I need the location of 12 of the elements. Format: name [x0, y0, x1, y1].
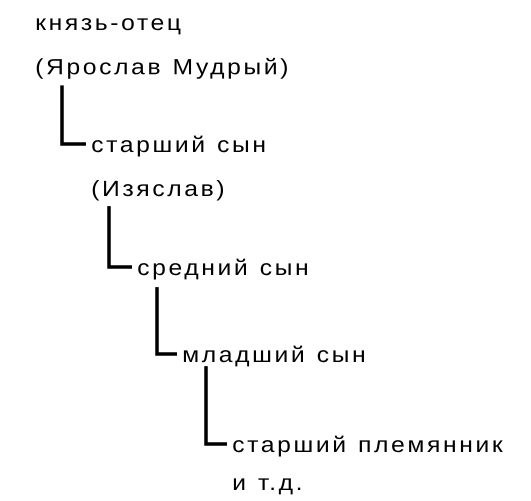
name-label: (Изяслав) — [92, 180, 224, 201]
connector-line — [204, 366, 227, 446]
connector-line — [60, 85, 86, 146]
name-label: (Ярослав Мудрый) — [36, 58, 287, 79]
note-text: и т.д. — [234, 478, 300, 494]
role-label: старший сын — [92, 136, 264, 157]
role-label: младший сын — [184, 346, 364, 366]
role-label: князь-отец — [36, 18, 180, 34]
connector-line — [155, 287, 177, 356]
connector-line — [107, 206, 132, 269]
role-label: старший племянник — [233, 436, 503, 457]
role-label: средний сын — [138, 258, 307, 280]
